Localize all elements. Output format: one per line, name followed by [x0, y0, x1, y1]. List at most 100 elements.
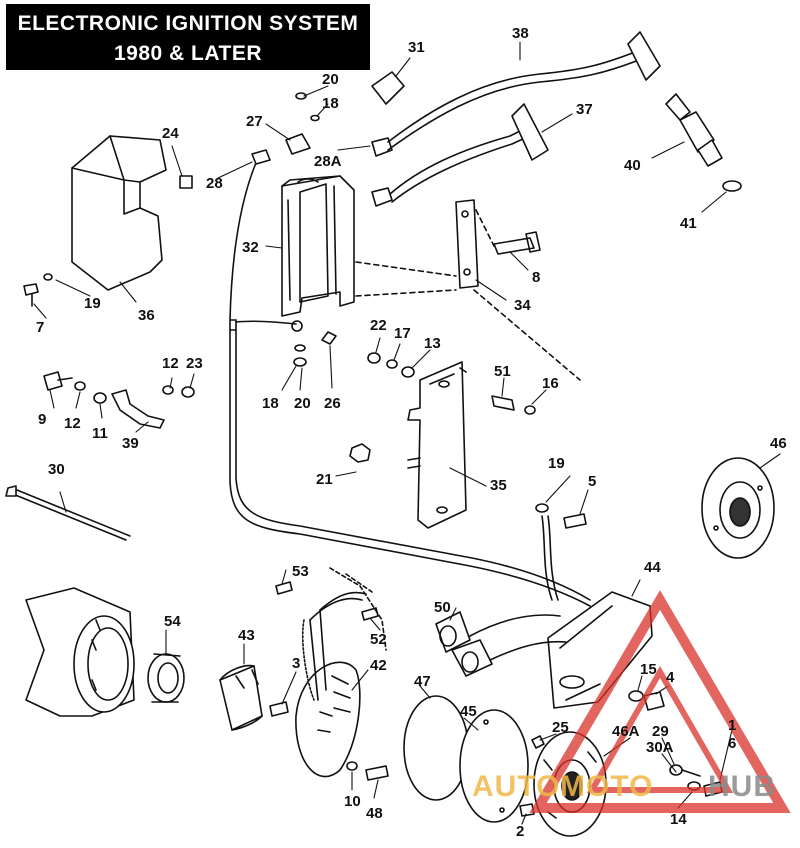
plug-cap-38 [627, 31, 661, 81]
nut-11 [93, 392, 107, 404]
callout-11: 11 [92, 425, 108, 442]
connector-28A [371, 137, 393, 157]
callout-29: 29 [652, 723, 669, 740]
callout-8: 8 [532, 269, 540, 286]
watermark-moto: MOTO [560, 770, 653, 803]
callout-36: 36 [138, 307, 155, 324]
washer-19-right [535, 503, 549, 513]
screw-3 [269, 701, 289, 717]
stud-48 [365, 765, 389, 781]
title-line-2: 1980 & LATER [114, 42, 262, 65]
watermark-hub: HUB [708, 770, 776, 803]
callout-18-lower: 18 [262, 395, 279, 412]
callout-17: 17 [394, 325, 411, 342]
nut-13 [401, 366, 415, 378]
callout-20-lower: 20 [294, 395, 311, 412]
ignition-module-44 [547, 591, 653, 709]
dashed-52-53 [329, 567, 387, 651]
callout-25: 25 [552, 719, 569, 736]
washer-41 [722, 180, 742, 192]
callout-10: 10 [344, 793, 361, 810]
bracket-35 [407, 361, 467, 529]
callout-13: 13 [424, 335, 441, 352]
callout-3: 3 [292, 655, 300, 672]
callout-1: 1 [728, 717, 736, 734]
spark-plug-40 [665, 93, 723, 167]
callout-5: 5 [588, 473, 596, 490]
callout-12-right: 12 [162, 355, 179, 372]
boot-31 [371, 71, 405, 105]
spark-plug-lead-38 [387, 49, 641, 143]
callout-7: 7 [36, 319, 44, 336]
connector-37 [371, 187, 393, 207]
callout-30A: 30A [646, 739, 674, 756]
terminal-27 [285, 133, 311, 155]
callout-6: 6 [728, 735, 736, 752]
disc-46 [701, 457, 775, 559]
bracket-39 [111, 389, 165, 429]
washer-18-top [310, 114, 320, 122]
harness-bands [229, 319, 237, 331]
callout-39: 39 [122, 435, 139, 452]
stud-51 [491, 395, 515, 411]
leader-lines [33, 41, 781, 825]
callout-48: 48 [366, 805, 383, 822]
pin-53 [275, 581, 293, 595]
ground-wire [235, 320, 297, 325]
callout-54: 54 [164, 613, 181, 630]
terminal-28 [251, 149, 271, 165]
callout-34: 34 [514, 297, 531, 314]
callout-14: 14 [670, 811, 687, 828]
strap-34 [455, 199, 479, 289]
ground-lead-44 [541, 515, 559, 601]
callout-labels: 20 18 27 24 28 28A 31 38 37 40 41 32 8 3… [36, 25, 787, 840]
main-harness-wire [229, 157, 591, 607]
terminal-26 [321, 331, 337, 345]
cable-tie-head [5, 485, 17, 497]
callout-52: 52 [370, 631, 387, 648]
callout-44: 44 [644, 559, 661, 576]
callout-19-left: 19 [84, 295, 101, 312]
callout-26: 26 [324, 395, 341, 412]
washer-10 [346, 761, 358, 771]
nut-22 [367, 352, 381, 364]
washer-18-lower [294, 344, 306, 352]
title-box: ELECTRONIC IGNITION SYSTEM 1980 & LATER [6, 4, 370, 70]
nut-20-lower [293, 357, 307, 367]
callout-23: 23 [186, 355, 203, 372]
washer-12-right [162, 385, 174, 395]
stator-42 [295, 591, 367, 778]
ignition-cover-36 [71, 135, 167, 291]
seal-54 [147, 653, 185, 703]
callout-15: 15 [640, 661, 657, 678]
callout-9: 9 [38, 411, 46, 428]
callout-30: 30 [48, 461, 65, 478]
nut-23 [181, 386, 195, 398]
callout-20-top: 20 [322, 71, 339, 88]
callout-43: 43 [238, 627, 255, 644]
callout-18-top: 18 [322, 95, 339, 112]
callout-51: 51 [494, 363, 511, 380]
ignition-coil-32 [281, 175, 355, 317]
callout-35: 35 [490, 477, 507, 494]
callout-40: 40 [624, 157, 641, 174]
strap-hole-1 [461, 210, 469, 218]
pin-52 [361, 607, 379, 621]
engine-housing [25, 587, 135, 717]
callout-37: 37 [576, 101, 593, 118]
cap-20-top [295, 92, 307, 100]
callout-32: 32 [242, 239, 259, 256]
callout-4: 4 [666, 669, 675, 686]
spark-plug-lead-37 [389, 123, 535, 195]
ring-43 [219, 664, 263, 731]
nut-21 [349, 443, 371, 463]
part-30A [681, 769, 701, 777]
callout-21: 21 [316, 471, 333, 488]
callout-28A: 28A [314, 153, 342, 170]
watermark-text: AUTO MOTO HUB [472, 770, 776, 803]
title-line-1: ELECTRONIC IGNITION SYSTEM [17, 12, 359, 35]
bolt-9 [43, 371, 73, 391]
callout-46: 46 [770, 435, 787, 452]
callout-46A: 46A [612, 723, 640, 740]
